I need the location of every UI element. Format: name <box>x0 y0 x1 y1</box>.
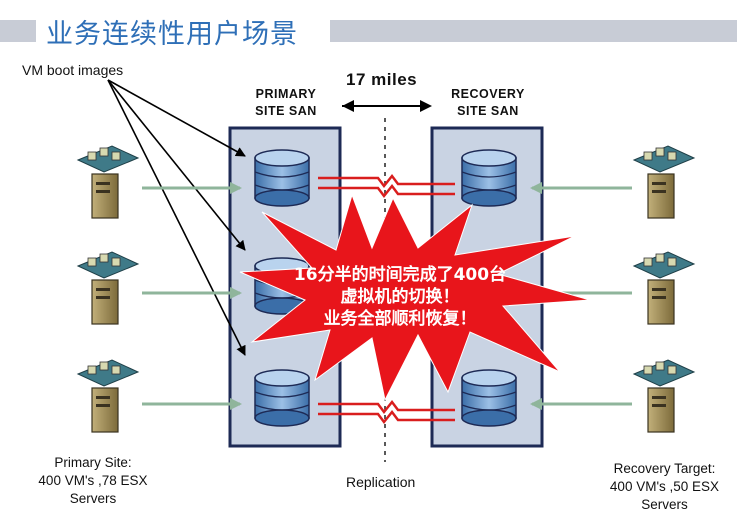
primary-site-san-label-line: PRIMARY <box>255 87 317 101</box>
recovery-disk-icon <box>461 149 517 207</box>
vm-boot-image-arrows <box>107 79 246 356</box>
callout-line: 16分半的时间完成了400台 <box>293 265 507 285</box>
callout-line: 虚拟机的切换！ <box>340 287 460 307</box>
primary-disk-icon <box>254 369 310 427</box>
primary-site-description-line: Primary Site: <box>54 455 132 470</box>
vm-boot-images-label: VM boot images <box>22 62 124 78</box>
recovery-server-icon <box>632 251 696 325</box>
recovery-target-description-line: Servers <box>641 497 688 512</box>
primary-disk-icon <box>254 149 310 207</box>
recovery-server-icon <box>632 145 696 219</box>
title-bar-left-stripe <box>0 20 36 42</box>
distance-arrow <box>342 100 432 112</box>
recovery-disk-icon <box>461 369 517 427</box>
distance-label: 17 miles <box>346 70 418 89</box>
primary-server-icon <box>76 251 140 325</box>
replication-link <box>318 399 455 425</box>
recovery-target-description: Recovery Target: 400 VM's ,50 ESX Server… <box>597 460 732 514</box>
starburst-callout-shape <box>239 193 591 402</box>
primary-server-icon <box>76 145 140 219</box>
primary-site-san-label-line: SITE SAN <box>255 104 317 118</box>
title-bar: 业务连续性用户场景 <box>0 8 737 50</box>
recovery-site-san-label: RECOVERY SITE SAN <box>430 86 546 120</box>
title-bar-right-stripe <box>330 20 737 42</box>
starburst-callout-text: 16分半的时间完成了400台 虚拟机的切换！ 业务全部顺利恢复！ <box>270 264 530 330</box>
recovery-target-description-line: Recovery Target: <box>613 461 716 476</box>
replication-label: Replication <box>346 474 416 490</box>
recovery-target-description-line: 400 VM's ,50 ESX <box>609 479 720 494</box>
recovery-site-san-label-line: SITE SAN <box>457 104 519 118</box>
page-title: 业务连续性用户场景 <box>46 19 298 50</box>
primary-server-connection-arrows <box>142 182 242 410</box>
primary-site-description-line: Servers <box>69 491 117 506</box>
primary-site-description: Primary Site: 400 VM's ,78 ESX Servers <box>28 454 158 508</box>
primary-site-san-label: PRIMARY SITE SAN <box>228 86 344 120</box>
callout-line: 业务全部顺利恢复！ <box>323 309 477 329</box>
primary-server-icon <box>76 359 140 433</box>
recovery-server-icon <box>632 359 696 433</box>
replication-link <box>318 173 455 199</box>
recovery-site-san-label-line: RECOVERY <box>451 87 525 101</box>
primary-site-description-line: 400 VM's ,78 ESX <box>38 473 148 488</box>
